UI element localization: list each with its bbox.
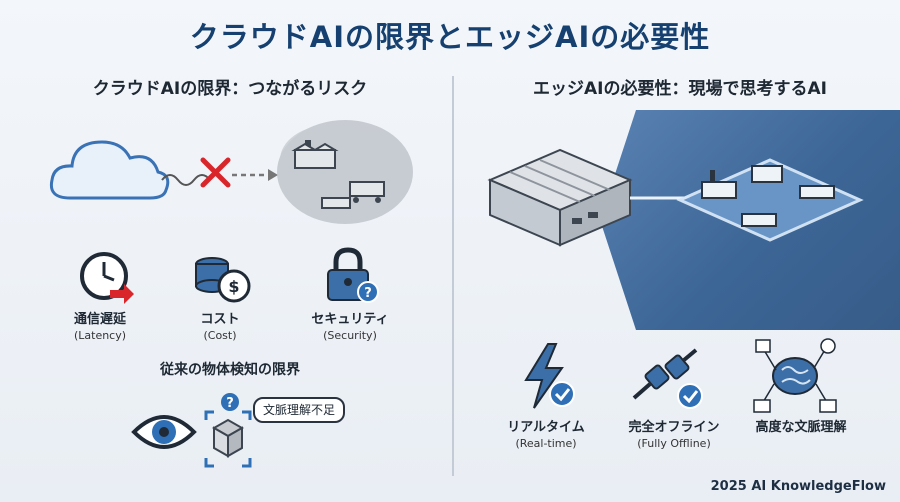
detection-diagram: ?	[131, 393, 252, 468]
detection-heading: 従来の物体検知の限界	[160, 362, 300, 378]
edge-device-icon	[487, 148, 633, 247]
plug-icon	[632, 348, 703, 409]
issue-security-label: セキュリティ (Security)	[311, 312, 389, 342]
svg-text:?: ?	[226, 396, 234, 411]
footer-credit: 2025 AI KnowledgeFlow	[710, 479, 886, 494]
question-icon: ?	[221, 393, 239, 411]
lock-icon: ?	[327, 247, 379, 303]
svg-text:?: ?	[364, 286, 372, 301]
issue-latency-label: 通信遅延 (Latency)	[73, 312, 127, 342]
coins-icon: $	[195, 257, 251, 303]
right-heading: エッジAIの必要性：現場で思考するAI	[533, 79, 827, 99]
svg-text:$: $	[228, 277, 239, 296]
cloud-icon	[49, 140, 170, 200]
page-title: クラウドAIの限界とエッジAIの必要性	[189, 20, 711, 54]
red-x-icon	[200, 157, 231, 188]
edge-site-platform-icon	[676, 158, 864, 242]
box-icon	[204, 410, 252, 468]
cloud-connection-diagram	[49, 120, 413, 224]
lightning-icon	[524, 343, 575, 409]
eye-icon	[131, 415, 197, 449]
wavy-connection	[161, 174, 211, 186]
benefit-context-label: 高度な文脈理解	[755, 420, 847, 435]
clock-icon	[80, 252, 134, 304]
speech-bubble: 文脈理解不足	[253, 397, 345, 423]
left-heading: クラウドAIの限界：つながるリスク	[92, 79, 368, 99]
section-divider	[452, 76, 454, 476]
benefit-realtime-label: リアルタイム (Real-time)	[507, 420, 585, 450]
foggy-site-icon	[277, 120, 413, 224]
edge-device-diagram	[487, 148, 864, 247]
issue-cost-label: コスト (Cost)	[200, 312, 240, 342]
benefit-offline-label: 完全オフライン (Fully Offline)	[628, 420, 720, 450]
brain-network-icon	[753, 338, 837, 413]
